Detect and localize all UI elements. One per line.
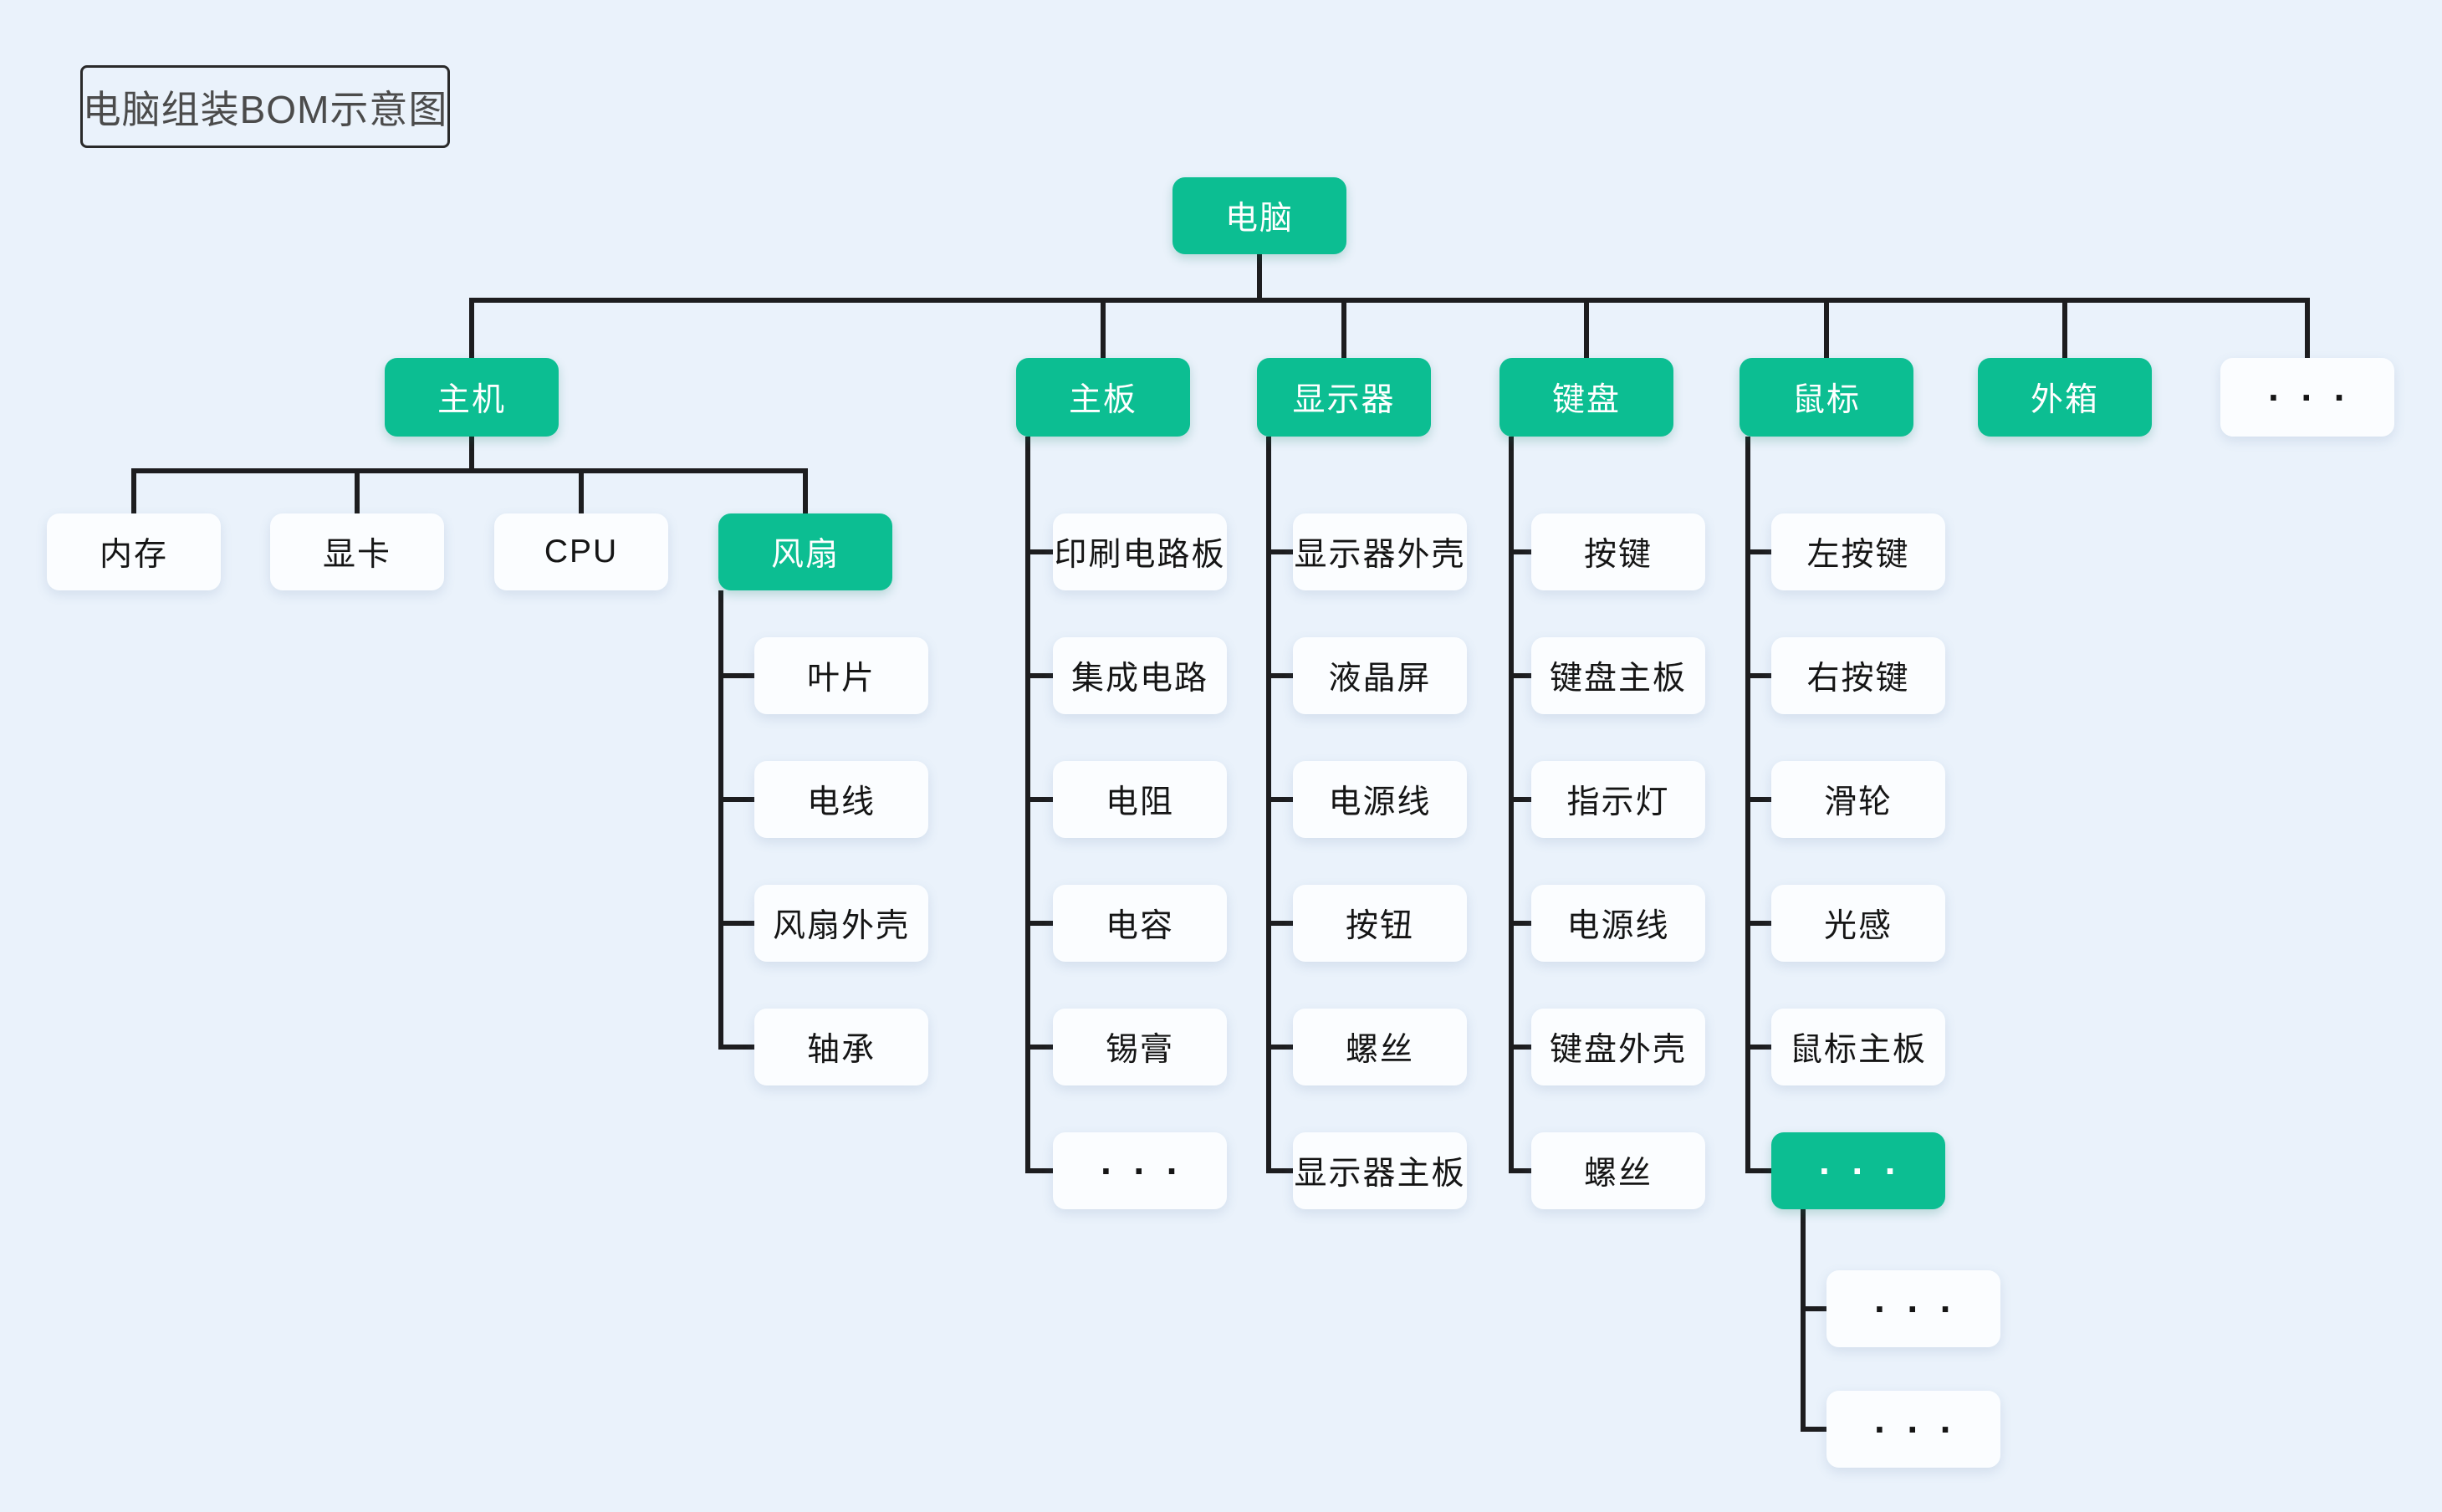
connector-segment (1341, 300, 1346, 358)
connector-segment (1266, 437, 1271, 1173)
node-lbtn[interactable]: 左按键 (1771, 513, 1945, 590)
node-key[interactable]: 按键 (1531, 513, 1705, 590)
node-dscrew[interactable]: 螺丝 (1293, 1009, 1467, 1085)
node-display[interactable]: 显示器 (1257, 358, 1431, 437)
node-resistor[interactable]: 电阻 (1053, 761, 1227, 838)
connector-segment (1745, 1045, 1771, 1050)
node-case[interactable]: 外箱 (1978, 358, 2152, 437)
connector-segment (1824, 300, 1829, 358)
connector-segment (1509, 797, 1531, 802)
connector-segment (1509, 921, 1531, 926)
connector-segment (1801, 1427, 1826, 1432)
connector-segment (718, 797, 754, 802)
connector-segment (803, 471, 808, 513)
connector-segment (1025, 549, 1053, 554)
connector-segment (1745, 673, 1771, 678)
connector-segment (1509, 1168, 1531, 1173)
node-sub1[interactable]: ··· (1826, 1270, 2000, 1347)
node-solder[interactable]: 锡膏 (1053, 1009, 1227, 1085)
connector-segment (1509, 549, 1531, 554)
node-wire[interactable]: 电线 (754, 761, 928, 838)
connector-segment (718, 921, 754, 926)
connector-segment (131, 468, 808, 473)
node-dshell[interactable]: 显示器外壳 (1293, 513, 1467, 590)
connector-segment (1266, 797, 1293, 802)
connector-segment (1509, 673, 1531, 678)
connector-segment (1745, 797, 1771, 802)
node-sub2[interactable]: ··· (1826, 1391, 2000, 1468)
node-kmb[interactable]: 键盘主板 (1531, 637, 1705, 714)
connector-segment (131, 471, 136, 513)
node-memory[interactable]: 内存 (47, 513, 221, 590)
connector-segment (355, 471, 360, 513)
connector-segment (1266, 1045, 1293, 1050)
connector-segment (1266, 549, 1293, 554)
diagram-title-box: 电脑组装BOM示意图 (80, 65, 450, 148)
node-mmb[interactable]: 鼠标主板 (1771, 1009, 1945, 1085)
node-gpu[interactable]: 显卡 (270, 513, 444, 590)
node-topmore[interactable]: ··· (2220, 358, 2394, 437)
connector-segment (1025, 673, 1053, 678)
connector-segment (1801, 1306, 1826, 1311)
connector-segment (1266, 1168, 1293, 1173)
node-dmb[interactable]: 显示器主板 (1293, 1132, 1467, 1209)
node-keyboard[interactable]: 键盘 (1499, 358, 1673, 437)
connector-segment (469, 437, 474, 471)
connector-segment (1584, 300, 1589, 358)
node-blade[interactable]: 叶片 (754, 637, 928, 714)
connector-segment (718, 1045, 754, 1050)
node-ic[interactable]: 集成电路 (1053, 637, 1227, 714)
node-capacitor[interactable]: 电容 (1053, 885, 1227, 962)
connector-segment (1257, 254, 1262, 300)
connector-segment (1745, 1168, 1771, 1173)
diagram-title: 电脑组装BOM示意图 (82, 87, 448, 131)
connector-segment (1509, 437, 1514, 1173)
node-host[interactable]: 主机 (385, 358, 559, 437)
node-dbutton[interactable]: 按钮 (1293, 885, 1467, 962)
connector-segment (1101, 300, 1106, 358)
node-sensor[interactable]: 光感 (1771, 885, 1945, 962)
connector-segment (718, 673, 754, 678)
node-wheel[interactable]: 滑轮 (1771, 761, 1945, 838)
connector-segment (1025, 1168, 1053, 1173)
node-fanshell[interactable]: 风扇外壳 (754, 885, 928, 962)
connector-segment (2062, 300, 2067, 358)
connector-segment (1745, 921, 1771, 926)
connector-segment (1745, 437, 1750, 1173)
connector-segment (1509, 1045, 1531, 1050)
connector-segment (1025, 437, 1030, 1173)
node-bearing[interactable]: 轴承 (754, 1009, 928, 1085)
node-dpower[interactable]: 电源线 (1293, 761, 1467, 838)
connector-segment (1025, 797, 1053, 802)
connector-segment (1801, 1209, 1806, 1432)
connector-segment (469, 300, 474, 358)
node-kshell[interactable]: 键盘外壳 (1531, 1009, 1705, 1085)
connector-segment (2305, 300, 2310, 358)
node-mmore[interactable]: ··· (1771, 1132, 1945, 1209)
connector-segment (718, 590, 723, 1050)
connector-segment (579, 471, 584, 513)
node-mainboard[interactable]: 主板 (1016, 358, 1190, 437)
node-kscrew[interactable]: 螺丝 (1531, 1132, 1705, 1209)
node-cpu[interactable]: CPU (494, 513, 668, 590)
connector-segment (1266, 921, 1293, 926)
node-fan[interactable]: 风扇 (718, 513, 892, 590)
node-led[interactable]: 指示灯 (1531, 761, 1705, 838)
node-pcb[interactable]: 印刷电路板 (1053, 513, 1227, 590)
node-kpower[interactable]: 电源线 (1531, 885, 1705, 962)
connector-segment (1025, 921, 1053, 926)
node-mouse[interactable]: 鼠标 (1740, 358, 1913, 437)
connector-segment (1266, 673, 1293, 678)
node-lcd[interactable]: 液晶屏 (1293, 637, 1467, 714)
connector-segment (1025, 1045, 1053, 1050)
connector-segment (1745, 549, 1771, 554)
node-mbmore[interactable]: ··· (1053, 1132, 1227, 1209)
node-rbtn[interactable]: 右按键 (1771, 637, 1945, 714)
node-pc[interactable]: 电脑 (1172, 177, 1346, 254)
connector-segment (469, 298, 2310, 303)
